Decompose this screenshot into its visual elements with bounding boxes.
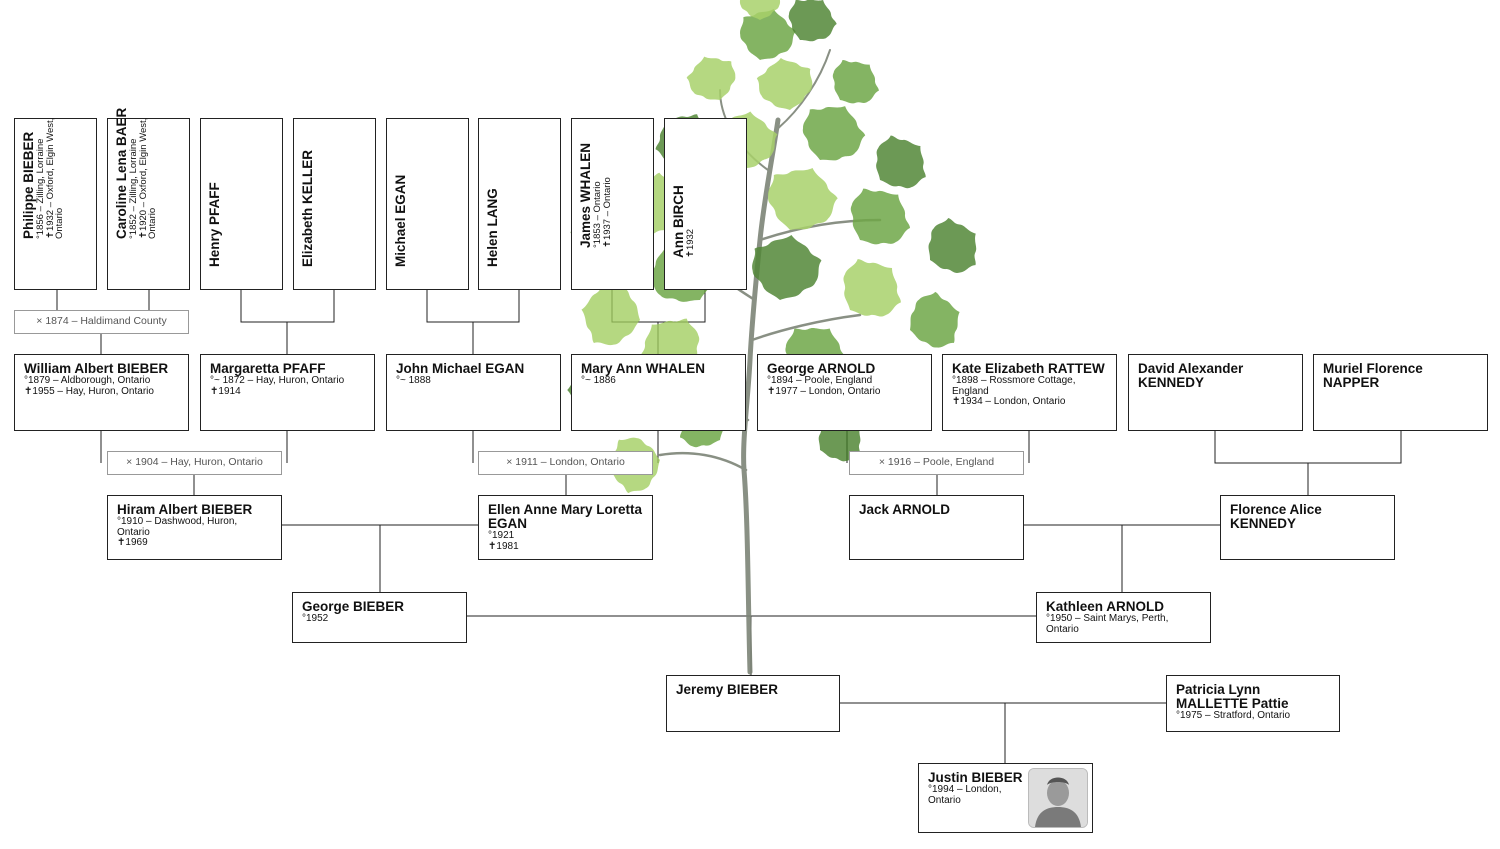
person-detail-line: °~ 1888 [396, 375, 431, 386]
person-name: John Michael EGAN [396, 361, 525, 376]
person-box-patricia[interactable]: Patricia Lynn MALLETTE Pattie°1975 – Str… [1166, 675, 1340, 732]
person-box-kate[interactable]: Kate Elizabeth RATTEW°1898 – Rossmore Co… [942, 354, 1117, 431]
person-name: Mary Ann WHALEN [581, 361, 705, 376]
person-detail-line: ✝1934 – London, Ontario [952, 396, 1066, 407]
person-detail-line: ✝1932 [684, 228, 696, 258]
person-name: Philippe BIEBER [20, 131, 36, 239]
person-box-michael[interactable]: Michael EGAN [386, 118, 469, 290]
person-name: Caroline Lena BAER [113, 107, 129, 239]
person-name: Ellen Anne Mary Loretta EGAN [488, 502, 643, 531]
person-box-justin[interactable]: Justin BIEBER°1994 – London,Ontario [918, 763, 1093, 833]
person-detail-line: °1894 – Poole, England [767, 375, 873, 386]
person-detail-line: °~ 1872 – Hay, Huron, Ontario [210, 375, 345, 386]
person-name: Jack ARNOLD [859, 502, 951, 517]
person-name: William Albert BIEBER [24, 361, 169, 376]
person-detail-line: ✝1914 [210, 385, 241, 397]
person-name: Helen LANG [484, 188, 500, 267]
person-name: David Alexander KENNEDY [1138, 361, 1244, 390]
person-box-caroline[interactable]: Caroline Lena BAER°1852 – Zilling, Lorra… [107, 107, 190, 290]
person-name: Justin BIEBER [928, 770, 1023, 785]
person-box-james[interactable]: James WHALEN°1853 – Ontario✝1937 – Ontar… [571, 118, 654, 290]
marriage-label-1874: × 1874 – Haldimand County [14, 310, 189, 334]
person-detail-line: °1994 – London, [928, 784, 1002, 795]
person-detail-line: England [952, 385, 989, 397]
person-name: Elizabeth KELLER [299, 149, 315, 267]
person-box-william[interactable]: William Albert BIEBER°1879 – Aldborough,… [14, 354, 189, 431]
person-detail-line: Ontario [1046, 623, 1079, 635]
person-box-kathleen[interactable]: Kathleen ARNOLD°1950 – Saint Marys, Pert… [1036, 592, 1211, 643]
marriage-label-1911: × 1911 – London, Ontario [478, 451, 653, 475]
person-detail-line: °1856 – Zilling, Lorraine [34, 138, 46, 239]
person-detail-line: Ontario [146, 207, 158, 239]
person-detail-line: °1950 – Saint Marys, Perth, [1046, 613, 1169, 624]
person-name: Michael EGAN [392, 174, 408, 267]
person-box-helen[interactable]: Helen LANG [478, 118, 561, 290]
person-detail-line: °~ 1886 [581, 375, 616, 386]
person-detail-line: Ontario [928, 794, 961, 806]
person-name: Patricia Lynn MALLETTE Pattie [1176, 682, 1289, 711]
person-detail-line: Ontario [53, 207, 65, 239]
person-name: Ann BIRCH [670, 184, 686, 258]
person-detail-line: Ontario [117, 526, 150, 538]
person-name: James WHALEN [577, 142, 593, 248]
person-detail-line: °1879 – Aldborough, Ontario [24, 375, 151, 386]
person-name: Hiram Albert BIEBER [117, 502, 253, 517]
person-box-henry[interactable]: Henry PFAFF [200, 118, 283, 290]
person-detail-line: ✝1955 – Hay, Huron, Ontario [24, 385, 154, 397]
person-detail-line: ✝1969 [117, 537, 148, 548]
person-detail-line: °1853 – Ontario [591, 181, 603, 248]
person-detail-line: °1952 [302, 613, 329, 624]
person-detail-line: °1910 – Dashwood, Huron, [117, 516, 238, 527]
person-name: Kate Elizabeth RATTEW [952, 361, 1105, 376]
person-name: Kathleen ARNOLD [1046, 599, 1165, 614]
person-box-george-arnold[interactable]: George ARNOLD°1894 – Poole, England✝1977… [757, 354, 932, 431]
person-name: Florence Alice KENNEDY [1230, 502, 1322, 531]
person-box-ellen[interactable]: Ellen Anne Mary Loretta EGAN°1921✝1981 [478, 495, 653, 560]
portrait-photo-icon [1028, 768, 1088, 828]
person-name: Jeremy BIEBER [676, 682, 779, 697]
person-box-muriel[interactable]: Muriel Florence NAPPER [1313, 354, 1488, 431]
person-box-hiram[interactable]: Hiram Albert BIEBER°1910 – Dashwood, Hur… [107, 495, 282, 560]
person-name: George BIEBER [302, 599, 405, 614]
person-box-ann[interactable]: Ann BIRCH✝1932 [664, 118, 747, 290]
person-box-jeremy[interactable]: Jeremy BIEBER [666, 675, 840, 732]
marriage-label-1916: × 1916 – Poole, England [849, 451, 1024, 475]
person-name: Henry PFAFF [206, 182, 222, 267]
person-box-margaretta[interactable]: Margaretta PFAFF°~ 1872 – Hay, Huron, On… [200, 354, 375, 431]
person-box-elizabeth[interactable]: Elizabeth KELLER [293, 118, 376, 290]
person-box-philippe[interactable]: Philippe BIEBER°1856 – Zilling, Lorraine… [14, 117, 97, 290]
person-detail-line: °1852 – Zilling, Lorraine [127, 138, 139, 239]
person-box-george-bieber[interactable]: George BIEBER°1952 [292, 592, 467, 643]
person-detail-line: ✝1977 – London, Ontario [767, 385, 881, 397]
marriage-label-1904: × 1904 – Hay, Huron, Ontario [107, 451, 282, 475]
person-detail-line: ✝1937 – Ontario [601, 177, 612, 248]
person-detail-line: ✝1981 [488, 540, 519, 552]
person-detail-line: °1898 – Rossmore Cottage, [952, 375, 1076, 386]
person-name: Margaretta PFAFF [210, 361, 326, 376]
person-name: Muriel Florence NAPPER [1323, 361, 1423, 390]
person-box-florence[interactable]: Florence Alice KENNEDY [1220, 495, 1395, 560]
person-box-johnmichael[interactable]: John Michael EGAN°~ 1888 [386, 354, 561, 431]
person-box-jack[interactable]: Jack ARNOLD [849, 495, 1024, 560]
person-name: George ARNOLD [767, 361, 876, 376]
person-detail-line: °1975 – Stratford, Ontario [1176, 710, 1291, 721]
person-box-david[interactable]: David Alexander KENNEDY [1128, 354, 1303, 431]
person-detail-line: °1921 [488, 530, 515, 541]
person-box-maryann[interactable]: Mary Ann WHALEN°~ 1886 [571, 354, 746, 431]
